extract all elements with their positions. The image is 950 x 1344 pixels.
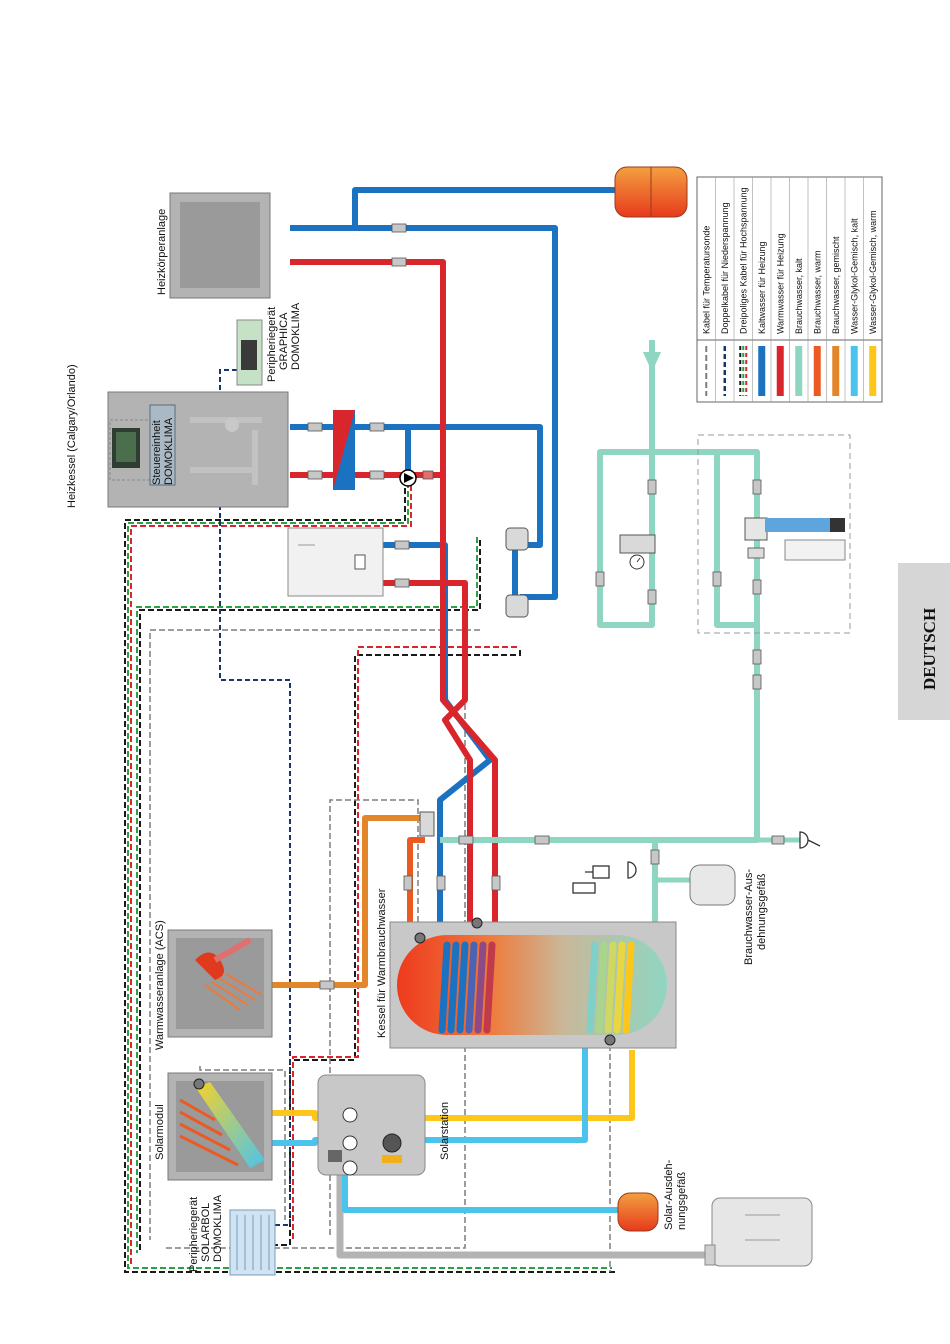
dhw-expansion-label-1: Brauchwasser-Aus-	[743, 869, 755, 965]
boiler-label: Heizkessel (Calgary/Orlando)	[66, 364, 78, 508]
pipe-solar-expansion	[342, 1175, 620, 1213]
pipe-boiler-return	[290, 424, 543, 600]
dhw-system-label: Warmwasseranlage (ACS)	[154, 920, 166, 1050]
cold-water-inlet-arrow	[643, 352, 661, 372]
legend-label: Brauchwasser, warm	[812, 250, 822, 334]
outlet-taps	[572, 831, 821, 894]
dhw-expansion-label-2: dehnungsgefäß	[756, 873, 768, 950]
circulation-pump	[399, 469, 417, 487]
pipe-expansion-link	[352, 187, 615, 228]
solar-expansion-vessel: Solar-Ausdeh- nungsgefäß	[617, 1159, 688, 1232]
control-unit-label-2: DOMOKLIMA	[163, 417, 175, 485]
pipe-solar-cold	[272, 1045, 588, 1146]
heating-coil	[438, 941, 496, 1034]
graphica-label-2: GRAPHICA	[278, 312, 290, 370]
language-tab-label: DEUTSCH	[920, 608, 939, 690]
water-treatment-unit	[697, 434, 851, 634]
legend-label: Doppelkabel für Niederspannung	[720, 202, 730, 334]
thermostatic-mixer	[419, 811, 435, 837]
solar-station: Solarstation	[317, 1074, 451, 1176]
graphica-label-3: DOMOKLIMA	[290, 302, 302, 370]
separator-fittings	[505, 527, 529, 618]
radiator: Heizkörperanlage	[156, 192, 271, 299]
legend-label: Kabel für Temperatursonde	[701, 226, 711, 334]
legend-label: Kaltwasser für Heizung	[757, 241, 767, 334]
solar-module: Solarmodul	[154, 1072, 273, 1181]
tank-label: Kessel für Warmbrauchwasser	[376, 888, 388, 1038]
legend-label: Warmwasser für Heizung	[775, 233, 785, 334]
hydraulic-module	[287, 527, 384, 597]
solarbol-label-2: SOLARBOL	[200, 1203, 212, 1262]
heat-exchanger	[333, 410, 355, 490]
dhw-system: Warmwasseranlage (ACS)	[154, 920, 273, 1050]
heating-expansion-vessel	[614, 166, 688, 218]
drain-tank	[704, 1197, 813, 1267]
legend-label: Wasser-Glykol-Gemisch, kalt	[849, 218, 859, 334]
control-unit-label-1: Steuereinheit	[151, 420, 163, 485]
solar-expansion-label-2: nungsgefäß	[676, 1172, 688, 1230]
pipe-warm-outlet	[407, 837, 425, 935]
solarbol-label-1: Peripheriegerät	[188, 1197, 200, 1272]
graphica-device: Peripheriegerät GRAPHICA DOMOKLIMA	[236, 302, 302, 386]
drain-pipe	[336, 1170, 705, 1259]
hot-water-tank: Kessel für Warmbrauchwasser	[376, 888, 677, 1049]
valves	[307, 223, 785, 990]
legend-label: Brauchwasser, gemischt	[831, 236, 841, 334]
solar-station-label: Solarstation	[439, 1102, 451, 1160]
solar-expansion-label-1: Solar-Ausdeh-	[663, 1159, 675, 1230]
language-tab: DEUTSCH	[898, 563, 950, 720]
radiator-label: Heizkörperanlage	[156, 209, 168, 295]
solar-module-label: Solarmodul	[154, 1104, 166, 1160]
pipe-tank-flow	[360, 580, 473, 945]
pipe-radiator-return	[290, 225, 558, 600]
legend-label: Dreipoliges Kabel für Hochspannung	[738, 187, 748, 334]
cables	[124, 369, 615, 1273]
graphica-label-1: Peripheriegerät	[266, 307, 278, 382]
dhw-expansion-vessel: Brauchwasser-Aus- dehnungsgefäß	[689, 864, 768, 965]
solarbol-label-3: DOMOKLIMA	[212, 1194, 224, 1262]
legend: Kabel für Temperatursonde Doppelkabel für…	[696, 176, 883, 403]
legend-label: Wasser-Glykol-Gemisch, warm	[868, 210, 878, 334]
boiler: Steuereinheit DOMOKLIMA Heizkessel (Calg…	[66, 364, 289, 508]
pipe-solar-warm	[272, 1050, 635, 1121]
pipe-mixed	[272, 815, 432, 988]
solar-coil	[586, 941, 635, 1034]
solarbol-device: Peripheriegerät SOLARBOL DOMOKLIMA	[188, 1194, 276, 1276]
high-voltage-cable	[124, 470, 615, 1273]
legend-label: Brauchwasser, kalt	[794, 258, 804, 334]
pressure-reducer	[619, 534, 656, 570]
